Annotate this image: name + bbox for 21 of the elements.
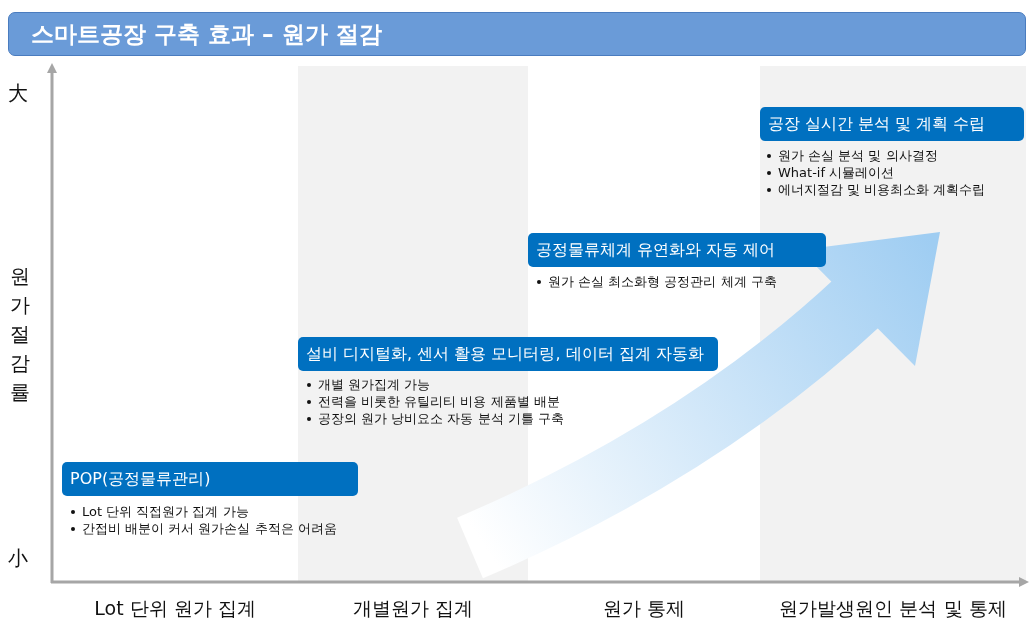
- bullet-item: 공장의 원가 낭비요소 자동 분석 기틀 구축: [318, 410, 564, 427]
- column-label: 원가 통제: [601, 596, 686, 621]
- bullet-item: Lot 단위 직접원가 집계 가능: [82, 503, 249, 520]
- bullet-item: 간접비 배분이 커서 원가손실 추적은 어려움: [82, 520, 337, 537]
- axis-min-label: 小: [8, 545, 28, 572]
- axis-max-label: 大: [8, 80, 28, 107]
- bullet-item: 전력을 비롯한 유틸리티 비용 제품별 배분: [318, 393, 560, 410]
- heading-box: 공정물류체계 유연화와 자동 제어: [528, 233, 826, 267]
- title-banner: 스마트공장 구축 효과 – 원가 절감: [8, 12, 1026, 56]
- column-label: 원가발생원인 분석 및 통제: [778, 596, 1008, 621]
- heading-box: 공장 실시간 분석 및 계획 수립: [760, 107, 1024, 141]
- bullet-item: 에너지절감 및 비용최소화 계획수립: [778, 181, 986, 198]
- bullet-item: 원가 손실 최소화형 공정관리 체계 구축: [548, 273, 777, 290]
- heading-box: POP(공정물류관리): [62, 462, 358, 496]
- column-label: Lot 단위 원가 집계: [93, 596, 257, 621]
- column-label: 개별원가 집계: [351, 596, 474, 621]
- bullet-item: 개별 원가집계 가능: [318, 376, 431, 393]
- bullet-item: 원가 손실 분석 및 의사결정: [778, 147, 938, 164]
- axis-title: 원가절감률: [9, 263, 31, 406]
- bullet-item: What-if 시뮬레이션: [778, 164, 895, 181]
- heading-box: 설비 디지털화, 센서 활용 모니터링, 데이터 집계 자동화: [298, 337, 718, 371]
